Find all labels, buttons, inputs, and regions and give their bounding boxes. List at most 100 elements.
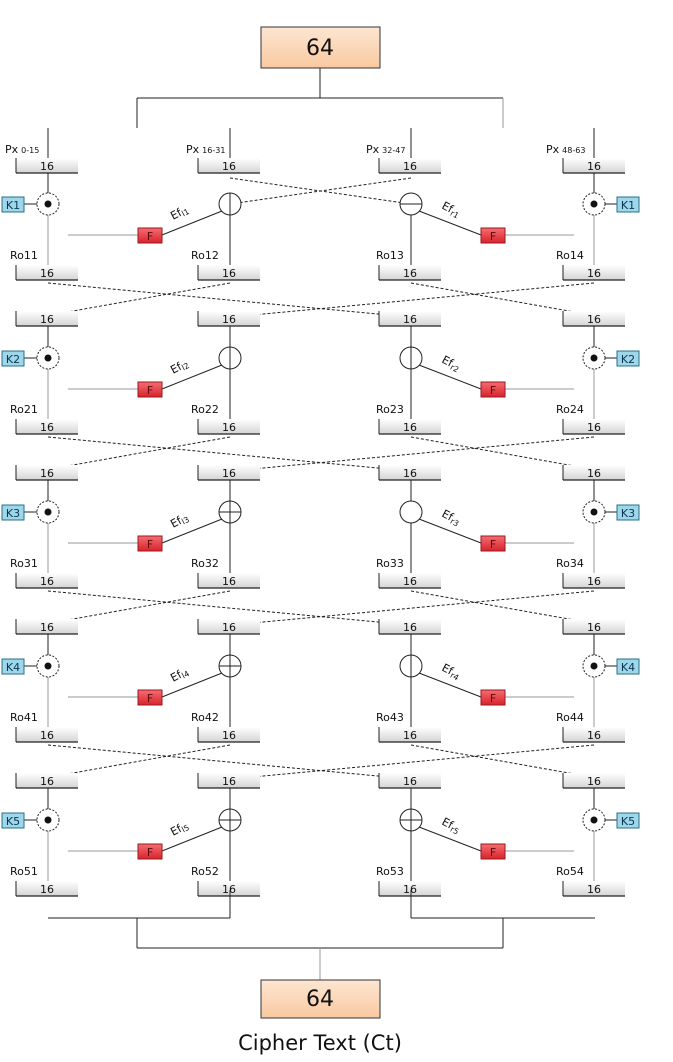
round4-mix-right xyxy=(582,654,606,678)
svg-text:F: F xyxy=(147,384,153,397)
round1-permuted-block-1: 16 xyxy=(15,311,78,327)
round4-output-label-4: Ro44 xyxy=(556,711,584,724)
round1-f-right: F xyxy=(480,227,506,244)
round2-output-label-1: Ro21 xyxy=(10,403,38,416)
round3-output-label-4: Ro34 xyxy=(556,557,584,570)
svg-text:F: F xyxy=(490,846,496,859)
ciphertext-size: 64 xyxy=(306,987,334,1012)
round3-f-left: F xyxy=(137,535,163,552)
round4-ef-left: Efl4 xyxy=(168,665,191,686)
round2-output-block-4-size: 16 xyxy=(587,421,601,434)
plaintext-size: 64 xyxy=(306,36,334,61)
round1-output-block-1: 16 xyxy=(15,265,78,281)
round1-mix-right xyxy=(582,192,606,216)
round3-output-label-2: Ro32 xyxy=(191,557,219,570)
svg-text:K3: K3 xyxy=(6,507,20,520)
round5-output-block-2-size: 16 xyxy=(222,883,236,896)
round4-ef-right: Efr4 xyxy=(439,661,463,682)
round1-mix-left xyxy=(36,192,60,216)
round5-ef-right: Efr5 xyxy=(439,815,463,836)
round5-output-block-4: 16 xyxy=(562,881,625,897)
input-block-3-size: 16 xyxy=(587,160,601,173)
round3-output-block-1-size: 16 xyxy=(40,575,54,588)
round1-output-block-2-size: 16 xyxy=(222,267,236,280)
input-block-0-size: 16 xyxy=(40,160,54,173)
round2-permuted-block-2-size: 16 xyxy=(222,467,236,480)
svg-text:F: F xyxy=(147,692,153,705)
svg-text:F: F xyxy=(147,538,153,551)
round4-key-left: K4 xyxy=(1,658,25,675)
input-block-1: 16 xyxy=(197,158,260,174)
round5-key-left: K5 xyxy=(1,812,25,829)
round3-permuted-block-2-size: 16 xyxy=(222,621,236,634)
round2-output-block-4: 16 xyxy=(562,419,625,435)
round5-f-left: F xyxy=(137,843,163,860)
round3-f-right: F xyxy=(480,535,506,552)
round2-ef-right: Efr2 xyxy=(439,353,463,374)
svg-text:K4: K4 xyxy=(621,661,635,674)
round4-output-block-4-size: 16 xyxy=(587,729,601,742)
svg-text:F: F xyxy=(147,846,153,859)
round2-output-label-3: Ro23 xyxy=(376,403,404,416)
round1-output-block-4: 16 xyxy=(562,265,625,281)
round4-permuted-block-4-size: 16 xyxy=(587,775,601,788)
round4-f-left: F xyxy=(137,689,163,706)
round2-output-block-2-size: 16 xyxy=(222,421,236,434)
round2-permuted-block-4-size: 16 xyxy=(587,467,601,480)
split-lines xyxy=(136,68,504,128)
round1-xor-right xyxy=(399,192,423,216)
svg-text:K3: K3 xyxy=(621,507,635,520)
round2-permuted-block-2: 16 xyxy=(197,465,260,481)
round2-mix-right xyxy=(582,346,606,370)
round1-output-block-4-size: 16 xyxy=(587,267,601,280)
round1-output-block-2: 16 xyxy=(197,265,260,281)
round2-output-label-2: Ro22 xyxy=(191,403,219,416)
round1-key-left: K1 xyxy=(1,196,25,213)
round5-output-label-2: Ro52 xyxy=(191,865,219,878)
round4-permuted-block-4: 16 xyxy=(562,773,625,789)
input-block-2-size: 16 xyxy=(403,160,417,173)
round5-key-right: K5 xyxy=(616,812,640,829)
round1-ef-left: Efl1 xyxy=(168,203,191,224)
round4-f-right: F xyxy=(480,689,506,706)
round3-xor-left xyxy=(218,500,242,524)
input-block-3: 16 xyxy=(562,158,625,174)
round4-key-right: K4 xyxy=(616,658,640,675)
round3-permuted-block-4-size: 16 xyxy=(587,621,601,634)
round3-output-label-1: Ro31 xyxy=(10,557,38,570)
round4-output-block-1-size: 16 xyxy=(40,729,54,742)
round3-mix-left xyxy=(36,500,60,524)
round4-output-block-2-size: 16 xyxy=(222,729,236,742)
round1-permuted-block-4-size: 16 xyxy=(587,313,601,326)
round3-permuted-block-2: 16 xyxy=(197,619,260,635)
round5-xor-left xyxy=(218,808,242,832)
round1-permuted-block-2: 16 xyxy=(197,311,260,327)
round5-output-block-2: 16 xyxy=(197,881,260,897)
round1-output-label-3: Ro13 xyxy=(376,249,404,262)
round1-permuted-block-1-size: 16 xyxy=(40,313,54,326)
round5-output-block-3-size: 16 xyxy=(403,883,417,896)
round3-permuted-block-4: 16 xyxy=(562,619,625,635)
round3-output-block-3-size: 16 xyxy=(403,575,417,588)
ciphertext-block: 64 xyxy=(260,979,381,1019)
round4-permuted-block-2-size: 16 xyxy=(222,775,236,788)
round5-output-label-3: Ro53 xyxy=(376,865,404,878)
round2-mix-left xyxy=(36,346,60,370)
round5-output-label-4: Ro54 xyxy=(556,865,584,878)
svg-text:K1: K1 xyxy=(6,199,20,212)
round1-permuted-block-2-size: 16 xyxy=(222,313,236,326)
round5-ef-left: Efl5 xyxy=(168,819,191,840)
round4-xor-left xyxy=(218,654,242,678)
round4-output-label-3: Ro43 xyxy=(376,711,404,724)
round4-output-label-2: Ro42 xyxy=(191,711,219,724)
round2-output-label-4: Ro24 xyxy=(556,403,584,416)
round1-permuted-block-4: 16 xyxy=(562,311,625,327)
data-blocks: 16 16 16 16 16 16 16 16 16 16 16 16 16 16 16 16 16 16 16 16… xyxy=(15,158,625,897)
